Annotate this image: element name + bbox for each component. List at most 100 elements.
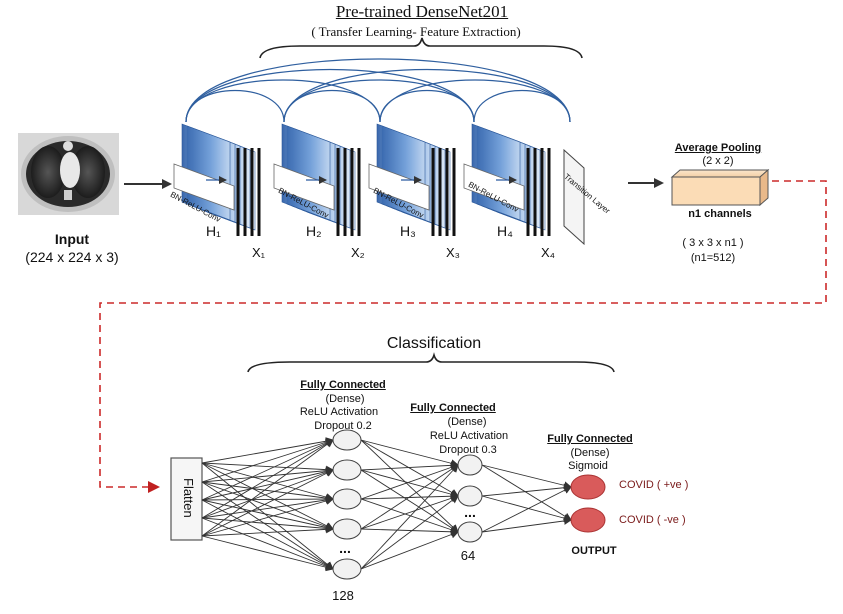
edge-flatten-dense1 <box>201 497 334 537</box>
dense-block-2 <box>273 123 361 236</box>
dense1-units: 128 <box>332 588 354 603</box>
bn-relu-conv-plate <box>173 163 235 211</box>
h2-label: H₂ <box>306 223 322 239</box>
red-dashed-connector <box>99 180 827 493</box>
subtitle: ( Transfer Learning- Feature Extraction) <box>311 24 521 39</box>
dense2-units: 64 <box>460 548 476 563</box>
dense2-neuron <box>457 454 483 476</box>
edge-flatten-dense1 <box>201 466 334 483</box>
edge-flatten-dense1 <box>201 517 334 533</box>
edge-dense2-output <box>481 464 572 490</box>
dense1-type: (Dense) <box>325 393 365 405</box>
pooling-shape: ( 3 x 3 x n1 ) <box>682 237 744 249</box>
dense2-ellipsis: ... <box>464 504 476 520</box>
dense2-dropout: Dropout 0.3 <box>439 444 497 456</box>
edge-dense2-output <box>481 495 572 523</box>
edge-flatten-dense1 <box>201 525 334 537</box>
edge-flatten-dense1 <box>201 499 334 570</box>
edge-dense2-output <box>481 464 572 521</box>
edge-flatten-dense1 <box>201 535 334 572</box>
edge-dense1-dense2 <box>360 439 459 533</box>
dense1-neuron <box>332 459 362 481</box>
dense1-neuron <box>332 488 362 510</box>
ct-scan-image <box>18 133 119 215</box>
edge-dense1-dense2 <box>360 439 459 468</box>
edge-dense1-dense2 <box>360 469 459 499</box>
edge-dense1-dense2 <box>360 439 459 497</box>
dense1-title: Fully Connected <box>300 379 386 391</box>
dense-connection-arcs <box>185 58 571 123</box>
edge-flatten-dense1 <box>201 439 334 537</box>
edge-dense1-dense2 <box>360 494 459 530</box>
h4-label: H₄ <box>497 223 513 239</box>
dense-blocks <box>173 123 551 236</box>
output-neuron <box>570 507 606 533</box>
edge-dense2-output <box>481 486 572 533</box>
edge-flatten-dense1 <box>201 495 334 504</box>
dense2-neuron <box>457 485 483 507</box>
edge-flatten-dense1 <box>201 467 334 501</box>
edge-dense1-dense2 <box>360 530 459 570</box>
edge-dense2-output <box>481 483 572 497</box>
classification-brace <box>247 352 615 373</box>
network-nodes <box>332 429 606 580</box>
dense-arc <box>283 89 381 123</box>
edge-flatten-dense1 <box>201 462 334 502</box>
dense3-type: (Dense) <box>570 447 610 459</box>
output-neuron <box>570 474 606 500</box>
flatten-box <box>170 457 203 541</box>
flatten-label: Flatten <box>181 478 196 518</box>
input-size: (224 x 224 x 3) <box>25 249 119 265</box>
x2-label: X₂ <box>351 245 365 260</box>
output-label: OUTPUT <box>571 545 617 557</box>
classification-title: Classification <box>386 335 482 352</box>
edge-flatten-dense1 <box>201 481 334 503</box>
average-pooling-box <box>670 168 770 207</box>
dense1-neuron <box>332 558 362 580</box>
pooling-kernel: (2 x 2) <box>702 155 734 167</box>
edge-dense1-dense2 <box>360 463 459 500</box>
dense-arc <box>185 58 571 123</box>
bn-relu-conv-plate <box>273 163 335 211</box>
dense2-title: Fully Connected <box>410 402 496 414</box>
x1-label: X₁ <box>252 245 266 260</box>
dense1-neuron <box>332 429 362 451</box>
edge-flatten-dense1 <box>201 462 334 530</box>
transition-layer <box>563 148 585 246</box>
dense1-dropout: Dropout 0.2 <box>314 420 372 432</box>
output-positive-label: COVID ( +ve ) <box>619 479 689 491</box>
dense-block-3 <box>368 123 456 236</box>
dense-block-1 <box>173 123 261 236</box>
edge-flatten-dense1 <box>201 462 334 474</box>
dense-arc <box>473 89 571 123</box>
dense2-neuron <box>457 521 483 543</box>
edge-flatten-dense1 <box>201 517 334 571</box>
dense3-activation: Sigmoid <box>568 460 608 472</box>
dense-arc <box>185 69 475 123</box>
dense-arc <box>283 69 571 123</box>
pooling-n1: (n1=512) <box>690 252 736 264</box>
title-brace <box>259 37 583 59</box>
edge-flatten-dense1 <box>201 439 334 501</box>
edge-dense1-dense2 <box>360 527 459 536</box>
dense1-activation: ReLU Activation <box>299 406 379 418</box>
edge-flatten-dense1 <box>201 439 334 519</box>
edge-dense1-dense2 <box>360 495 459 570</box>
bn-relu-conv-plate <box>463 163 525 211</box>
edge-dense1-dense2 <box>360 464 459 530</box>
x4-label: X₄ <box>541 245 555 260</box>
dense1-neuron <box>332 518 362 540</box>
edge-dense1-dense2 <box>360 498 459 534</box>
network-edges <box>201 437 572 572</box>
dense-block-4 <box>463 123 551 236</box>
h3-label: H₃ <box>400 223 416 239</box>
dense-arc <box>379 89 475 123</box>
edge-dense1-dense2 <box>360 464 459 570</box>
edge-dense1-dense2 <box>360 461 459 471</box>
dense1-ellipsis: ... <box>339 540 351 556</box>
bn-relu-conv-plate <box>368 163 430 211</box>
dense3-title: Fully Connected <box>547 433 633 445</box>
dense2-type: (Dense) <box>447 416 487 428</box>
